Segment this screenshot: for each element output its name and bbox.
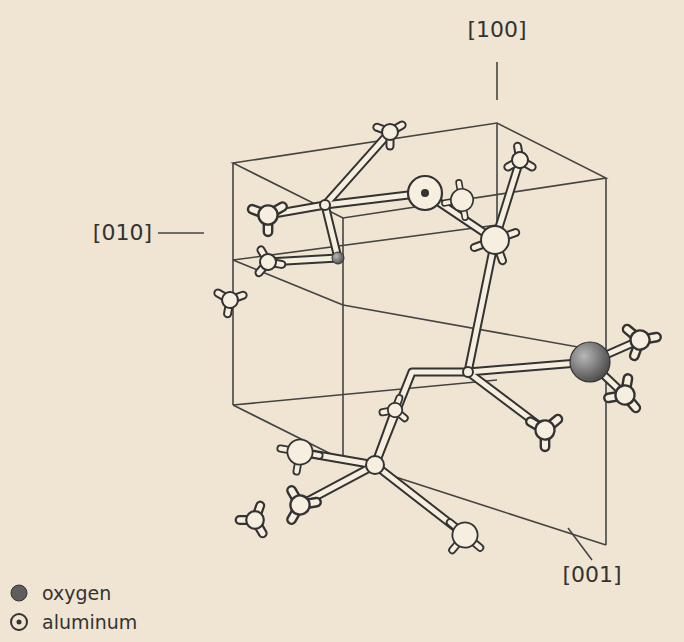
oxygen-swatch — [8, 582, 30, 604]
axis-label: [010] — [93, 222, 152, 244]
legend-text: aluminum — [42, 613, 137, 632]
axis-label: [001] — [562, 564, 621, 586]
aluminum-symbol — [8, 611, 30, 633]
axis-label: [100] — [467, 19, 526, 41]
legend-text: oxygen — [42, 584, 111, 603]
